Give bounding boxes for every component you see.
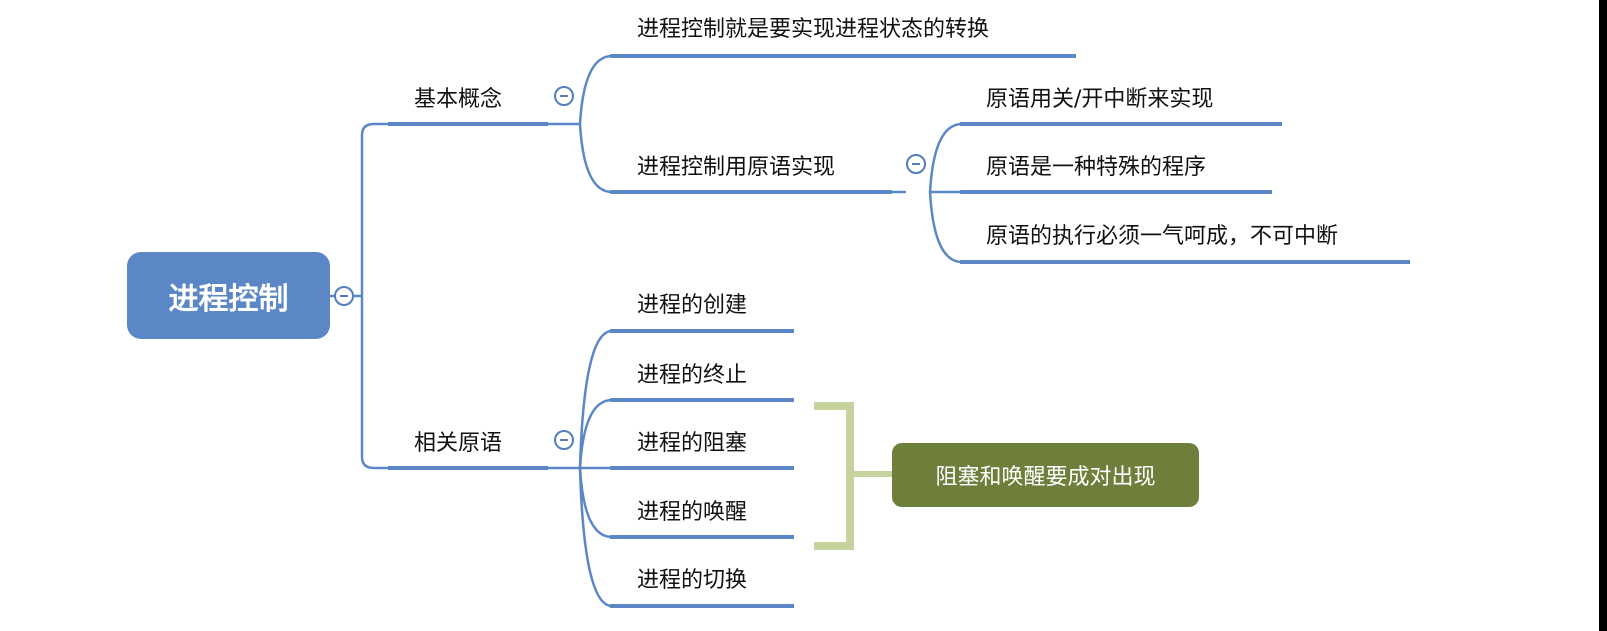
right-edge-bar: [1599, 0, 1607, 631]
branch-basic-concept[interactable]: 基本概念: [414, 87, 503, 112]
collapse-basic-concept-icon[interactable]: [554, 86, 574, 106]
leaf-process-block[interactable]: 进程的阻塞: [637, 431, 748, 456]
leaf-interrupt-switch[interactable]: 原语用关/开中断来实现: [986, 87, 1214, 112]
collapse-related-primitives-icon[interactable]: [554, 430, 574, 450]
root-label: 进程控制: [168, 281, 289, 317]
leaf-state-transition[interactable]: 进程控制就是要实现进程状态的转换: [637, 17, 990, 42]
leaf-atomic-execution[interactable]: 原语的执行必须一气呵成，不可中断: [986, 224, 1339, 249]
leaf-process-switch[interactable]: 进程的切换: [637, 568, 748, 593]
root-node[interactable]: 进程控制: [127, 252, 330, 339]
summary-note[interactable]: 阻塞和唤醒要成对出现: [892, 443, 1199, 507]
leaf-special-program[interactable]: 原语是一种特殊的程序: [986, 155, 1207, 180]
leaf-process-create[interactable]: 进程的创建: [637, 293, 748, 318]
leaf-process-terminate[interactable]: 进程的终止: [637, 363, 748, 388]
summary-note-label: 阻塞和唤醒要成对出现: [935, 465, 1156, 490]
leaf-process-wakeup[interactable]: 进程的唤醒: [637, 500, 748, 525]
node-primitive-implementation[interactable]: 进程控制用原语实现: [637, 155, 836, 180]
branch-related-primitives[interactable]: 相关原语: [414, 431, 503, 456]
collapse-primitive-impl-icon[interactable]: [906, 154, 926, 174]
collapse-root-icon[interactable]: [334, 286, 354, 306]
